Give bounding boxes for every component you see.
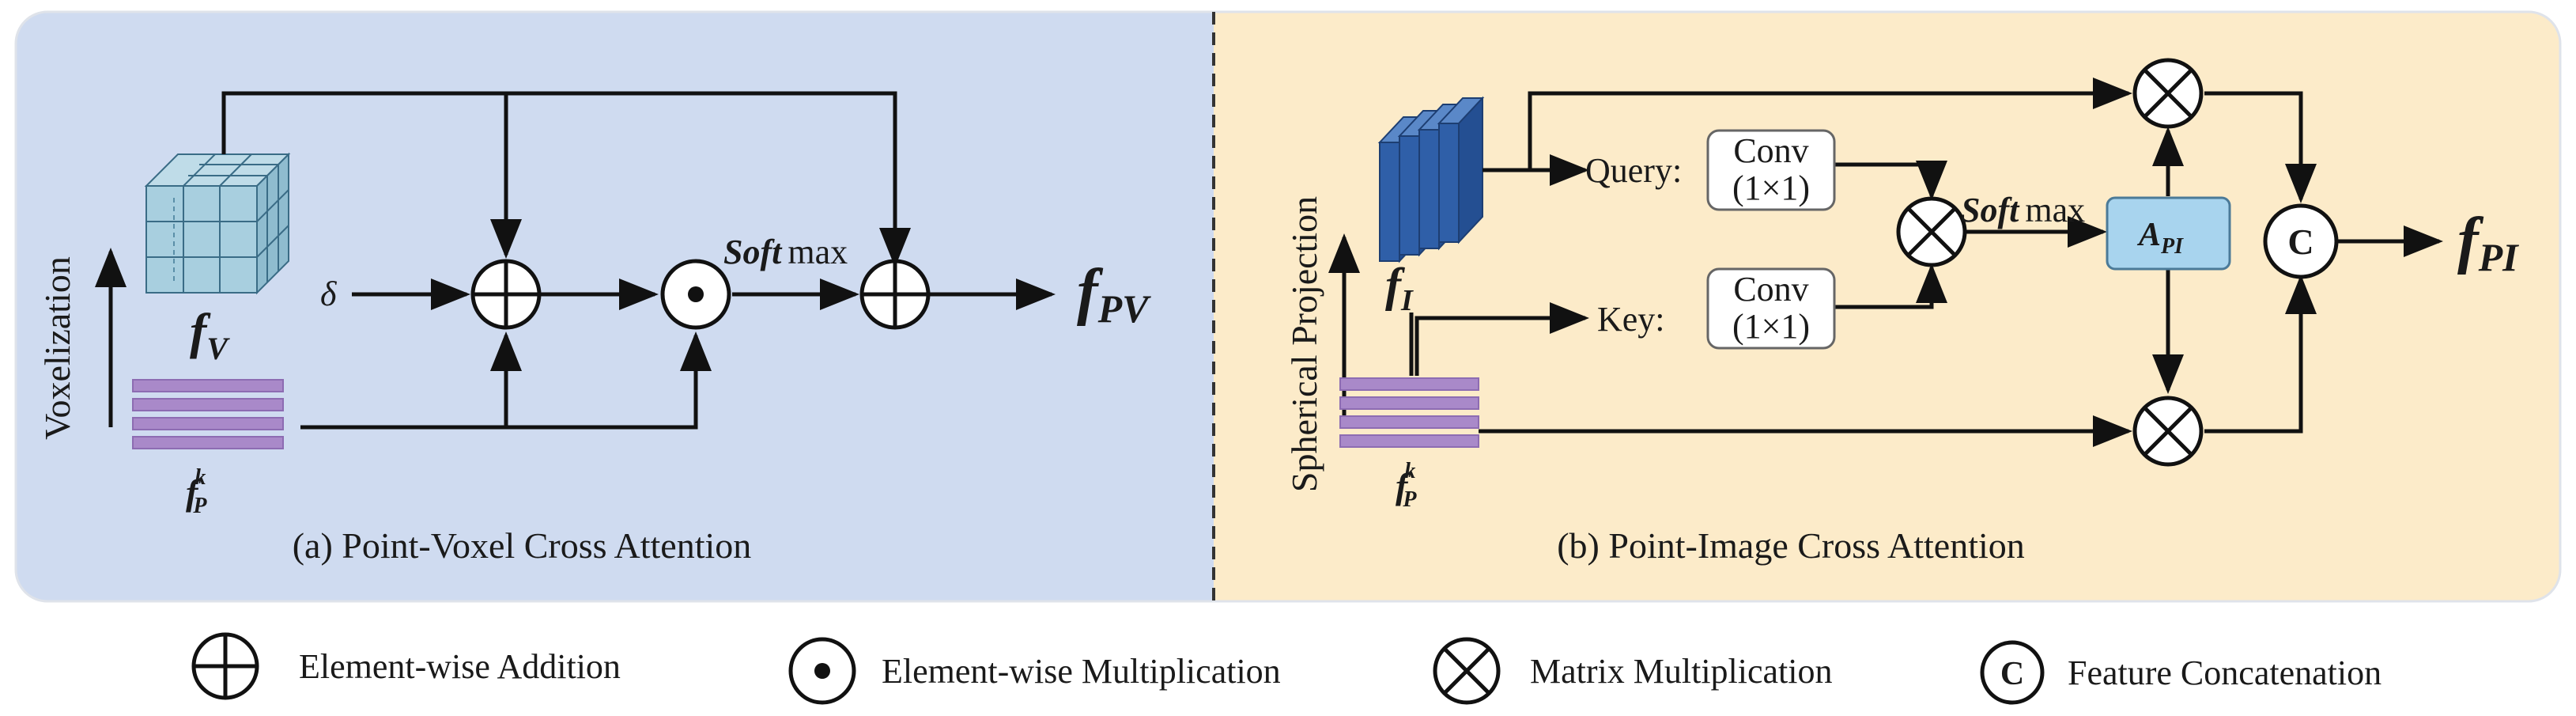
matrix-multiplication-op-center [1896,196,1967,267]
svg-text:C: C [2000,656,2024,692]
point-feature-bars-a [132,379,284,449]
svg-text:C: C [2287,222,2313,262]
panel-a: Voxelization fV [37,91,1151,566]
element-wise-multiplication-op [660,259,731,330]
legend-concatenation-label: Feature Concatenation [2068,653,2381,692]
legend-concatenation-icon: C [1980,640,2045,705]
point-feature-bars-b [1339,377,1479,448]
svg-text:(1×1): (1×1) [1732,169,1810,207]
legend-matrix-label: Matrix Multiplication [1530,652,1833,691]
legend-multiplication-label: Element-wise Multiplication [882,652,1281,691]
legend-addition-label: Element-wise Addition [299,647,621,686]
svg-text:Conv: Conv [1733,270,1808,309]
image-feature-stack [1377,96,1485,263]
element-wise-addition-op-2 [859,259,931,330]
legend: Element-wise Addition Element-wise Multi… [191,632,2381,705]
flow-lines-a [221,91,1056,430]
panel-a-background [16,12,1214,601]
spherical-projection-label: Spherical Projection [1284,196,1324,492]
image-feature-label: fI [1385,259,1414,317]
svg-text:Conv: Conv [1733,131,1808,170]
panel-b-caption: (b) Point-Image Cross Attention [1557,525,2025,566]
query-label: Query: [1585,151,1682,190]
attention-map-box: API [2106,196,2231,271]
voxel-cube [144,152,291,295]
feature-concatenation-op: C [2263,203,2339,279]
legend-addition-icon [191,632,259,700]
panels-border [14,10,2562,603]
key-label: Key: [1597,300,1665,339]
svg-text:(1×1): (1×1) [1732,307,1810,346]
legend-multiplication-icon [788,637,856,705]
svg-text:API: API [2136,217,2184,259]
legend-matrix-icon [1433,637,1501,705]
voxelization-label: Voxelization [37,256,77,440]
conv-query-box: Conv (1×1) [1706,129,1836,211]
matrix-multiplication-op-bottom [2132,396,2204,467]
output-fpi-label: fPI [2457,206,2519,279]
matrix-multiplication-op-top [2132,58,2204,129]
element-wise-addition-op-1 [470,259,542,330]
conv-key-box: Conv (1×1) [1706,267,1836,350]
flow-lines-b [1409,78,2443,447]
delta-label: δ [320,275,338,313]
panel-a-caption: (a) Point-Voxel Cross Attention [293,525,752,566]
